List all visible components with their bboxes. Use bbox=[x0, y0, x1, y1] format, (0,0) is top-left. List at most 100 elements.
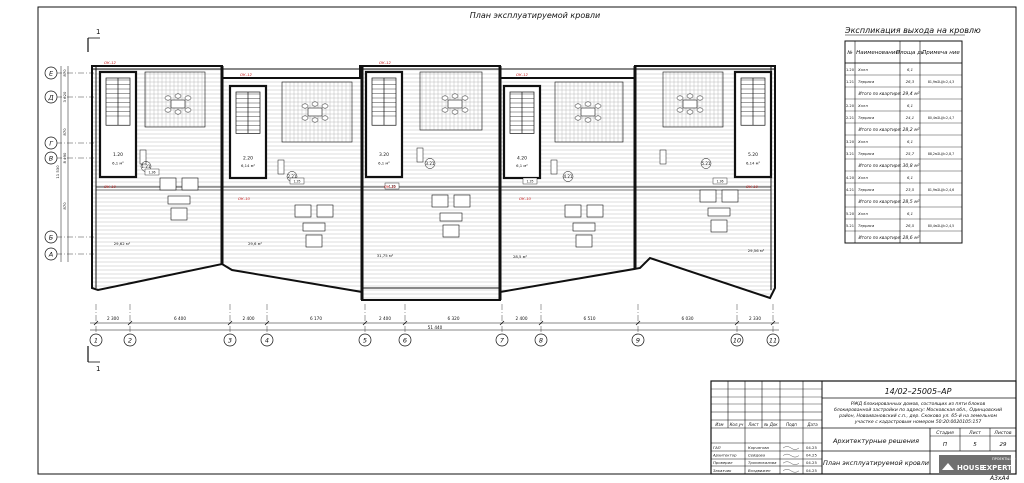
explication-name: Терраса bbox=[858, 79, 875, 84]
lounge-set-icon bbox=[159, 177, 199, 221]
explication-name: Холл bbox=[857, 103, 868, 108]
dim-value-left: 870 bbox=[62, 128, 67, 136]
dining-table-icon bbox=[676, 93, 704, 115]
revision-header: Кол.уч bbox=[730, 422, 744, 427]
window-mark-red: ОК-12 bbox=[379, 60, 391, 65]
lounge-set-icon bbox=[294, 204, 334, 248]
explication-area: 6,1 bbox=[907, 67, 913, 72]
axis-label-col: 3 bbox=[228, 337, 232, 345]
dining-table-icon bbox=[441, 93, 469, 115]
explication-note: 88,2м2Ц(k:2,8,7 bbox=[928, 152, 954, 156]
explication-area: 6,1 bbox=[907, 103, 913, 108]
lounge-set-icon bbox=[431, 194, 471, 238]
stage-value: 29 bbox=[1000, 442, 1007, 448]
level-mark: 1,35 bbox=[526, 180, 533, 184]
signatory-name: Сейдова bbox=[748, 453, 766, 458]
explication-area: 28,6 м² bbox=[903, 235, 920, 241]
axis-bubble-row bbox=[44, 230, 58, 244]
axis-label-row: Г bbox=[49, 140, 54, 148]
axis-label-row: А bbox=[48, 251, 53, 259]
room-tag-circle bbox=[562, 171, 574, 182]
project-description-line: РЖД блокированных домов, состоящих из пя… bbox=[851, 401, 986, 407]
terrace-room-number: 4.21 bbox=[564, 174, 573, 179]
explication-header: Примеча ние bbox=[922, 50, 960, 56]
signatory-role: Проверил bbox=[713, 460, 733, 465]
signature-scribble-icon bbox=[782, 453, 800, 458]
explication-frame bbox=[844, 40, 963, 244]
explication-no: 4.20 bbox=[846, 176, 855, 180]
stair-room-area: 6,14 м² bbox=[746, 160, 761, 165]
explication-note: 81,9м2Ц(k:2,4,3 bbox=[928, 80, 954, 84]
dim-tick bbox=[264, 320, 270, 326]
axis-label-col: 8 bbox=[539, 337, 543, 345]
axis-label-col: 4 bbox=[265, 337, 269, 345]
signatory-date: 04.25 bbox=[806, 453, 817, 458]
explication-no: 1.20 bbox=[846, 68, 855, 72]
logo-house: HOUSE bbox=[957, 464, 985, 472]
axis-bubble-row bbox=[44, 66, 58, 80]
axis-bubble bbox=[495, 333, 509, 347]
explication-no: 2.20 bbox=[846, 104, 855, 108]
stage-value: П bbox=[943, 442, 947, 448]
plan-title: План эксплуатируемой кровли bbox=[470, 11, 601, 20]
house-logo-icon bbox=[942, 463, 954, 470]
logo-expert: EXPERT bbox=[982, 464, 1012, 472]
room-tag-circle bbox=[700, 158, 712, 169]
planter-box bbox=[277, 159, 285, 175]
window-mark-red: ОК-10 bbox=[104, 184, 116, 189]
explication-name: Холл bbox=[857, 139, 868, 144]
explication-name: Терраса bbox=[858, 115, 875, 120]
explication-area: 6,1 bbox=[907, 175, 913, 180]
revision-header: Подп bbox=[786, 422, 797, 427]
house-expert-logo: ПРОЕКТЫ.РФ HOUSE EXPERT bbox=[939, 455, 1016, 473]
axis-bubble-row bbox=[44, 151, 58, 165]
explication-name: Итого по квартире: bbox=[859, 91, 902, 96]
explication-name: Холл bbox=[857, 175, 868, 180]
stair-room-area: 6,1 м² bbox=[112, 160, 124, 165]
level-mark-box bbox=[522, 177, 538, 185]
level-mark-box bbox=[384, 182, 400, 190]
explication-area: 6,1 bbox=[907, 139, 913, 144]
explication-area: 29,4 м² bbox=[903, 91, 920, 97]
signatory-name: Тропинкалова bbox=[748, 460, 777, 465]
explication-no: 3.21 bbox=[846, 152, 854, 156]
explication-note: 81,9м2Ц(k:2,4,6 bbox=[928, 188, 954, 192]
axis-bubble-row bbox=[44, 136, 58, 150]
level-mark: 1,35 bbox=[388, 185, 395, 189]
signatory-role: Заказчик bbox=[713, 468, 732, 473]
signatory-date: 04.25 bbox=[806, 460, 817, 465]
stair-room-number: 1.20 bbox=[113, 152, 123, 158]
stair-room-number: 5.20 bbox=[748, 152, 758, 158]
axis-bubble bbox=[631, 333, 645, 347]
signatory-date: 04.25 bbox=[806, 445, 817, 450]
stair-room-area: 6,1 м² bbox=[516, 163, 528, 168]
explication-header: Площа дь bbox=[896, 50, 924, 56]
terrace-room-number: 5.21 bbox=[702, 161, 711, 166]
dim-overall: 51 440 bbox=[428, 325, 443, 330]
stair-core: 4.206,1 м² bbox=[502, 84, 542, 180]
sheet-format: А3хА4 bbox=[989, 475, 1010, 482]
window-mark-red: ОК-12 bbox=[104, 60, 116, 65]
dim-tick bbox=[734, 320, 740, 326]
explication-name: Итого по квартире: bbox=[859, 235, 902, 240]
explication-area: 6,1 bbox=[907, 211, 913, 216]
section-mark-top: 1 bbox=[87, 28, 100, 52]
explication-header: Наименование bbox=[856, 50, 899, 56]
dim-tick bbox=[499, 320, 505, 326]
dim-value: 6 170 bbox=[310, 316, 322, 321]
window-mark-red: ОК-10 bbox=[384, 184, 396, 189]
terrace-area: 29,6 м² bbox=[248, 241, 263, 246]
stair-room-number: 2.20 bbox=[243, 156, 253, 162]
explication-header: № bbox=[846, 50, 852, 56]
signatory-name: Корчагова bbox=[748, 445, 770, 450]
dim-value: 2 400 bbox=[516, 316, 528, 321]
explication-area: 30,8 м² bbox=[903, 163, 920, 169]
level-mark-box bbox=[289, 177, 305, 185]
axis-label-col: 7 bbox=[500, 337, 505, 345]
dim-value: 2 400 bbox=[243, 316, 255, 321]
terrace-area: 31,75 м² bbox=[377, 253, 394, 258]
terrace-room-number: 1.21 bbox=[142, 164, 151, 169]
revision-header: Изм bbox=[715, 422, 723, 427]
axis-label-col: 10 bbox=[733, 337, 741, 345]
